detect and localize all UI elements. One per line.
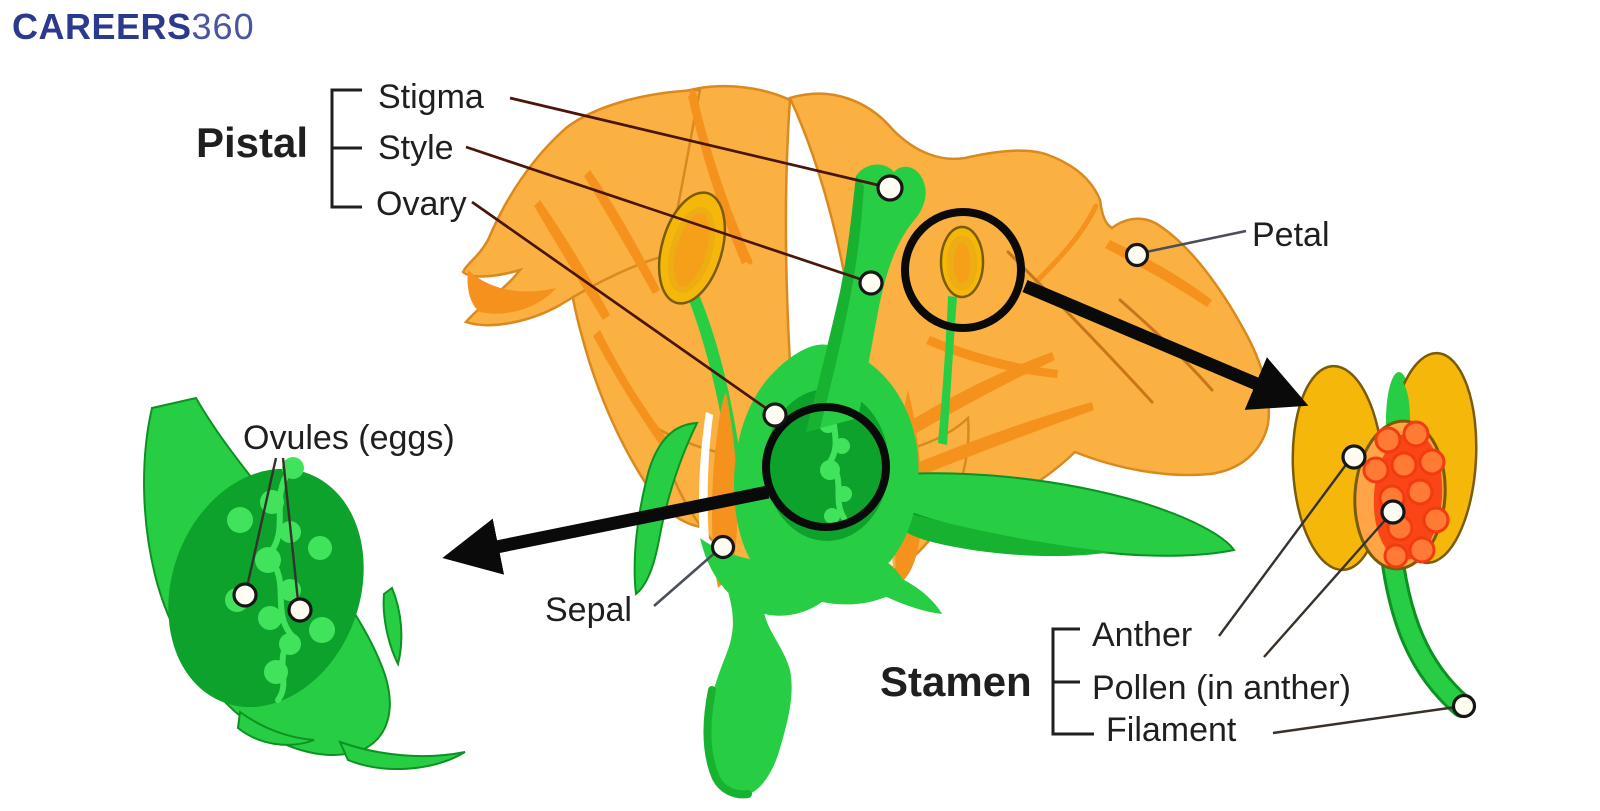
ovule-blob <box>264 660 288 684</box>
ovule-blob <box>308 536 332 560</box>
pollen-grains <box>1362 420 1450 569</box>
petal-label: Petal <box>1252 216 1330 254</box>
pollen-label: Pollen (in anther) <box>1092 669 1351 707</box>
petal-streak <box>900 402 1094 482</box>
ovules-leader-line <box>281 457 300 602</box>
ovary-label: Ovary <box>376 185 467 223</box>
ovule-blob <box>836 486 852 502</box>
arrow-to-ovary-enlargement <box>442 485 770 575</box>
style-marker-dot <box>858 270 884 296</box>
pollen-grain <box>1422 506 1450 534</box>
petal-streak <box>688 92 752 264</box>
ovule-blob <box>824 508 840 524</box>
anther-leader-line <box>1218 461 1349 637</box>
petal-streak <box>892 352 1055 444</box>
leader-lines <box>245 96 1457 735</box>
petal-streak <box>534 200 610 320</box>
sepal-right-shade <box>884 510 1112 557</box>
anther-in-flower-left <box>657 191 727 305</box>
ovule-blob <box>227 507 253 533</box>
pollen-grain <box>1406 478 1434 506</box>
ovule-marker-dot <box>287 597 313 623</box>
ovules-label: Ovules (eggs) <box>243 419 455 457</box>
pollen-grain <box>1374 426 1402 454</box>
anther-inner <box>667 207 716 293</box>
stamen-filament-in-flower <box>938 296 957 445</box>
ovule-blob <box>820 460 840 480</box>
filament-label: Filament <box>1106 711 1237 749</box>
sepal-right <box>875 472 1236 557</box>
ovules-leader-line <box>245 457 278 588</box>
petal-horn-underside <box>467 270 556 314</box>
labels: Pistal Stigma Style Ovary Petal Ovules (… <box>196 78 1351 749</box>
anther-marker-dot <box>1341 444 1367 470</box>
filament-leader-line <box>1272 705 1457 735</box>
enlarged-ovary-inner <box>168 468 364 708</box>
sepal-marker-dot <box>710 534 736 560</box>
petal-marker-dot <box>1124 242 1150 268</box>
ovule-blob <box>309 617 335 643</box>
ovule-blob <box>834 438 850 454</box>
petal-vein <box>689 89 753 265</box>
stigma-marker-dot <box>876 174 904 202</box>
pollen-grain <box>1402 420 1430 448</box>
petal-vein <box>1033 203 1099 285</box>
enlarged-ovary-leaflet <box>382 586 403 667</box>
logo-suffix-text: 360 <box>191 6 255 47</box>
anther-label: Anther <box>1092 616 1192 654</box>
pollen-grain <box>1408 536 1436 564</box>
stem-shade <box>703 686 752 799</box>
stamen-bracket <box>1051 627 1094 736</box>
magnifier-circle-anther <box>901 208 1025 332</box>
logo-brand-text: CAREERS <box>12 6 192 47</box>
pollen-grain <box>1362 456 1390 484</box>
ovule-blob <box>258 606 282 630</box>
base-gap <box>698 412 713 570</box>
pollen-grain <box>1418 448 1446 476</box>
ovule-blob <box>279 633 301 655</box>
ovule-blob <box>282 457 304 479</box>
style-leader-line <box>465 145 864 282</box>
style-label: Style <box>378 129 454 167</box>
pollen-grain <box>1390 451 1418 479</box>
stigma-label: Stigma <box>378 78 484 116</box>
sepal-leader-line <box>653 550 718 607</box>
ovary-marker-dot <box>762 402 788 428</box>
style-shade <box>806 176 864 432</box>
receptacle-arm <box>858 562 942 614</box>
marker-dots <box>232 174 1477 719</box>
pistal-group-title: Pistal <box>196 119 308 166</box>
annotations <box>442 208 1309 575</box>
ovary-enlargement-illustration <box>143 396 466 771</box>
ovule-marker-dot <box>232 582 258 608</box>
pistal-bracket <box>330 88 362 209</box>
stamen-enlargement-illustration <box>1291 351 1478 718</box>
pollen-grain <box>1383 543 1409 569</box>
petal-leader-line <box>1145 229 1247 254</box>
sepal-label: Sepal <box>545 591 632 629</box>
anther-inner <box>946 235 978 291</box>
magnifier-circle-ovary <box>762 403 890 531</box>
petal-streak <box>593 330 668 445</box>
stigma-style <box>806 164 926 432</box>
stamen-group-title: Stamen <box>880 658 1032 705</box>
petal-streak <box>584 170 660 294</box>
petal-streak <box>926 336 1058 378</box>
enlarged-ovary-leaflet <box>338 740 466 771</box>
pollen-marker-dot <box>1380 499 1406 525</box>
enlarged-ovary-leaflet <box>236 710 315 746</box>
ovary-leader-line <box>471 200 771 413</box>
petal-vein <box>1006 250 1154 404</box>
careers360-logo: CAREERS360 <box>12 6 255 48</box>
filament-marker-dot <box>1451 693 1477 719</box>
stem <box>706 560 792 796</box>
anther-in-flower-circled <box>939 225 985 299</box>
stigma-leader-line <box>509 96 883 188</box>
ovule-blob <box>255 547 281 573</box>
arrow-to-stamen-enlargement <box>1022 280 1309 410</box>
pollen-leader-line <box>1263 517 1388 658</box>
ovule-blob <box>260 490 284 514</box>
